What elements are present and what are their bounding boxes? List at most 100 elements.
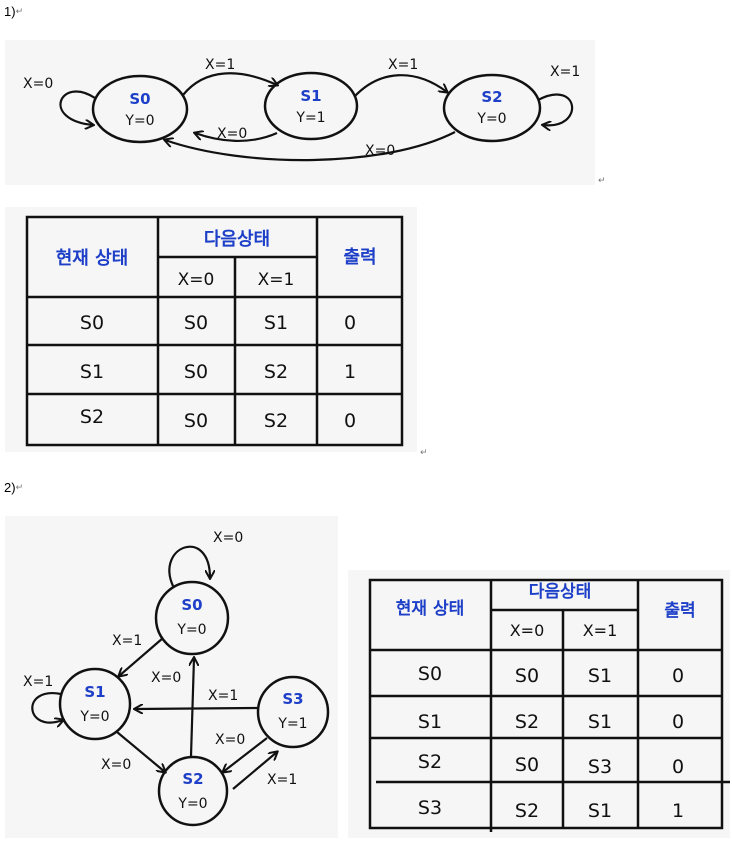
section1-state-table: 현재 상태 다음상태 출력 X=0 X=1 S0 S0 S1 0 S1 S0 S… xyxy=(25,215,404,447)
table2-row4-current: S3 xyxy=(418,797,442,819)
table2-header-x1: X=1 xyxy=(583,621,618,640)
state-s0-circle xyxy=(91,74,189,144)
edge-s2-s2 xyxy=(537,93,574,126)
table2-row1-x0: S0 xyxy=(515,665,539,687)
edge-s3-s2 xyxy=(223,737,268,772)
table2-row1-current: S0 xyxy=(418,663,442,685)
table1-row3-x0: S0 xyxy=(184,410,208,432)
table1-row2-output: 1 xyxy=(344,361,356,383)
edge-s2-s3-label: X=1 xyxy=(267,772,297,788)
edge-s0-s0-label: X=0 xyxy=(23,76,53,92)
edge-s2-s0 xyxy=(165,131,456,162)
table1-header-x0: X=0 xyxy=(178,270,215,290)
section2-state-diagram: S0 Y=0 S1 Y=0 S2 Y=0 S3 Y=1 X=0 X=1 X=1 … xyxy=(23,530,330,827)
section1-diagram-panel: S0 Y=0 S1 Y=1 S2 Y=0 X=0 X=1 X=1 X=1 X=0… xyxy=(5,40,595,185)
table1-row3-x1: S2 xyxy=(264,410,288,432)
state-s1-output: Y=1 xyxy=(295,110,325,126)
edge-s1-s2-label: X=0 xyxy=(101,757,131,773)
table2-row3-current: S2 xyxy=(418,751,442,773)
section1-table-panel: 현재 상태 다음상태 출력 X=0 X=1 S0 S0 S1 0 S1 S0 S… xyxy=(5,207,417,452)
return-mark: ↵ xyxy=(15,483,24,493)
edge-s2-s3 xyxy=(232,752,277,790)
table2-row1-output: 0 xyxy=(672,665,684,687)
edge-s1-s1 xyxy=(31,692,63,722)
table2-row2-current: S1 xyxy=(418,711,442,733)
table1-row1-x1: S1 xyxy=(264,312,288,334)
table1-header-current: 현재 상태 xyxy=(56,248,129,269)
state-s1-output: Y=0 xyxy=(79,709,109,725)
state-s2-output: Y=0 xyxy=(476,111,506,127)
table1-row3-current: S2 xyxy=(80,406,104,428)
edge-s1-s1-label: X=1 xyxy=(23,674,53,690)
state-s3-name: S3 xyxy=(282,690,303,708)
state-s1-name: S1 xyxy=(300,87,321,105)
edge-s0-s0 xyxy=(59,90,96,125)
table2-row3-x1: S3 xyxy=(588,756,612,778)
edge-s0-s1 xyxy=(119,637,164,676)
edge-s0-s1-label: X=1 xyxy=(112,633,142,649)
table1-header-x1: X=1 xyxy=(258,270,295,290)
state-s2-circle xyxy=(157,755,229,827)
table1-row1-current: S0 xyxy=(80,312,104,334)
return-mark: ↵ xyxy=(420,448,428,458)
table1-row1-x0: S0 xyxy=(184,312,208,334)
table1-header-next: 다음상태 xyxy=(204,229,270,250)
table2-header-next: 다음상태 xyxy=(529,582,592,602)
table1-row3-output: 0 xyxy=(344,410,356,432)
state-s2-output: Y=0 xyxy=(177,796,207,812)
section1-number: 1)↵ xyxy=(4,4,24,19)
table2-header-x0: X=0 xyxy=(510,621,545,640)
return-mark: ↵ xyxy=(598,176,606,186)
table1-row2-x0: S0 xyxy=(184,361,208,383)
table2-header-current: 현재 상태 xyxy=(396,599,464,619)
edge-s2-s0-label: X=0 xyxy=(365,143,395,159)
state-s1-name: S1 xyxy=(84,683,105,701)
state-s0-circle xyxy=(154,580,230,656)
edge-s3-s1-label: X=1 xyxy=(208,688,238,704)
table1-row1-output: 0 xyxy=(344,312,356,334)
return-mark: ↵ xyxy=(15,7,24,17)
edge-s2-s2-label: X=1 xyxy=(550,64,580,80)
section1-state-diagram: S0 Y=0 S1 Y=1 S2 Y=0 X=0 X=1 X=1 X=1 X=0… xyxy=(23,57,580,162)
state-s2-name: S2 xyxy=(481,88,502,106)
section2-diagram-panel: S0 Y=0 S1 Y=0 S2 Y=0 S3 Y=1 X=0 X=1 X=1 … xyxy=(5,516,338,838)
state-s0-output: Y=0 xyxy=(124,113,154,129)
edge-s1-s2-label: X=1 xyxy=(388,57,418,73)
table2-row2-x0: S2 xyxy=(515,711,539,733)
table2-row3-output: 0 xyxy=(672,756,684,778)
table2-row1-x1: S1 xyxy=(588,665,612,687)
table2-header-output: 출력 xyxy=(664,601,695,621)
table1-grid xyxy=(25,215,404,447)
table2-row4-x1: S1 xyxy=(588,800,612,822)
table2-row4-output: 1 xyxy=(672,800,684,822)
state-s2-circle xyxy=(442,73,542,143)
edge-s2-s0 xyxy=(191,658,194,757)
section2-number: 2)↵ xyxy=(4,480,24,495)
edge-s1-s0 xyxy=(195,133,278,142)
edge-s0-s0 xyxy=(168,545,210,587)
state-s1-circle xyxy=(58,667,132,741)
table2-row2-output: 0 xyxy=(672,711,684,733)
table1-row2-x1: S2 xyxy=(264,361,288,383)
state-s0-output: Y=0 xyxy=(176,622,206,638)
edge-s3-s1 xyxy=(135,708,258,709)
table1-header-output: 출력 xyxy=(343,247,376,268)
state-s1-circle xyxy=(263,71,359,141)
state-s2-name: S2 xyxy=(182,770,203,788)
table2-row4-x0: S2 xyxy=(515,800,539,822)
edge-s1-s2 xyxy=(116,731,165,772)
edge-s1-s2 xyxy=(354,74,447,97)
edge-s0-s0-label: X=0 xyxy=(213,530,243,546)
edge-s0-s1 xyxy=(182,72,277,96)
edge-s2-s0-label: X=0 xyxy=(151,670,181,686)
section2-state-table: 현재 상태 다음상태 출력 X=0 X=1 S0 S0 S1 0 S1 S2 S… xyxy=(368,578,730,832)
state-s0-name: S0 xyxy=(129,90,150,108)
state-s0-name: S0 xyxy=(181,596,202,614)
edge-s0-s1-label: X=1 xyxy=(205,57,235,73)
edge-s3-s2-label: X=0 xyxy=(215,732,245,748)
table2-grid xyxy=(368,578,730,832)
section2-table-panel: 현재 상태 다음상태 출력 X=0 X=1 S0 S0 S1 0 S1 S2 S… xyxy=(348,570,730,838)
state-s3-output: Y=1 xyxy=(277,716,307,732)
table1-row2-current: S1 xyxy=(80,361,104,383)
state-s3-circle xyxy=(256,675,330,749)
